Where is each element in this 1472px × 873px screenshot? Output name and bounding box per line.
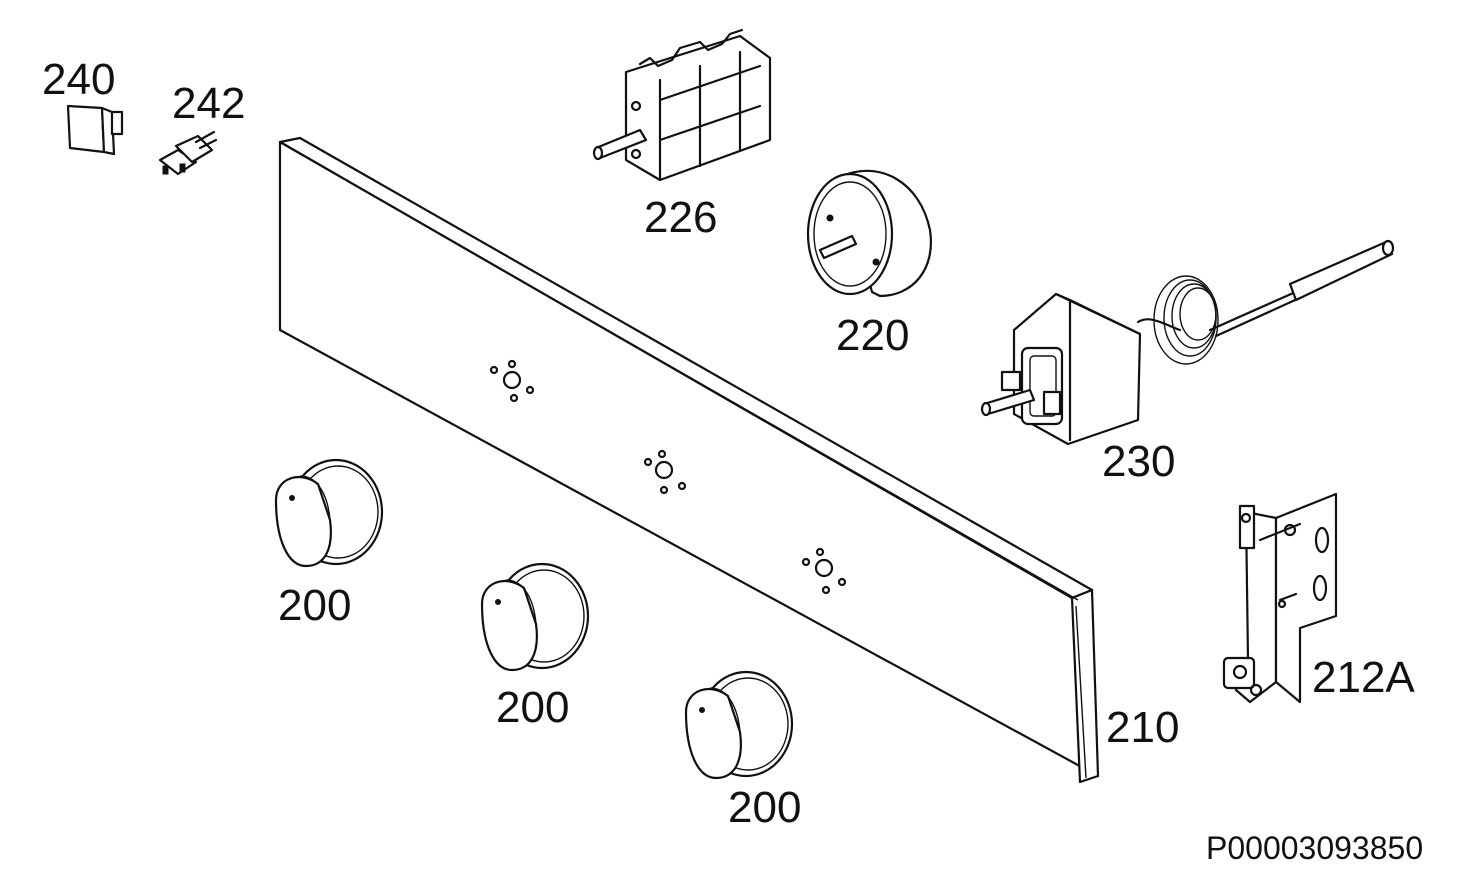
panel-hole-group-2: [643, 449, 687, 495]
part-label-thermostat: 230: [1102, 437, 1176, 486]
part-label-bracket: 212A: [1312, 653, 1415, 702]
part-label-switch: 226: [644, 193, 718, 242]
knob-c-part-icon: [684, 670, 794, 780]
part-label-lamp: 242: [172, 79, 246, 128]
lamp-part-icon: [158, 130, 218, 176]
thermostat-part-icon: [980, 239, 1395, 446]
part-label-knob-b: 200: [496, 683, 570, 732]
diagram-reference-code: P00003093850: [1206, 830, 1424, 866]
knob-b-part-icon: [480, 562, 590, 672]
part-label-button: 240: [42, 55, 116, 104]
timer-part-icon: [806, 169, 933, 298]
part-label-knob-a: 200: [278, 581, 352, 630]
part-label-timer: 220: [836, 311, 910, 360]
panel-hole-group-1: [489, 359, 535, 403]
bracket-part-icon: [1222, 492, 1338, 704]
button-part-icon: [66, 104, 124, 156]
part-label-panel: 210: [1106, 703, 1180, 752]
switch-part-icon: [592, 28, 772, 182]
part-label-knob-c: 200: [728, 783, 802, 832]
knob-a-part-icon: [274, 458, 384, 568]
panel-hole-group-3: [801, 547, 847, 595]
control-panel-part-icon: [278, 136, 1100, 784]
